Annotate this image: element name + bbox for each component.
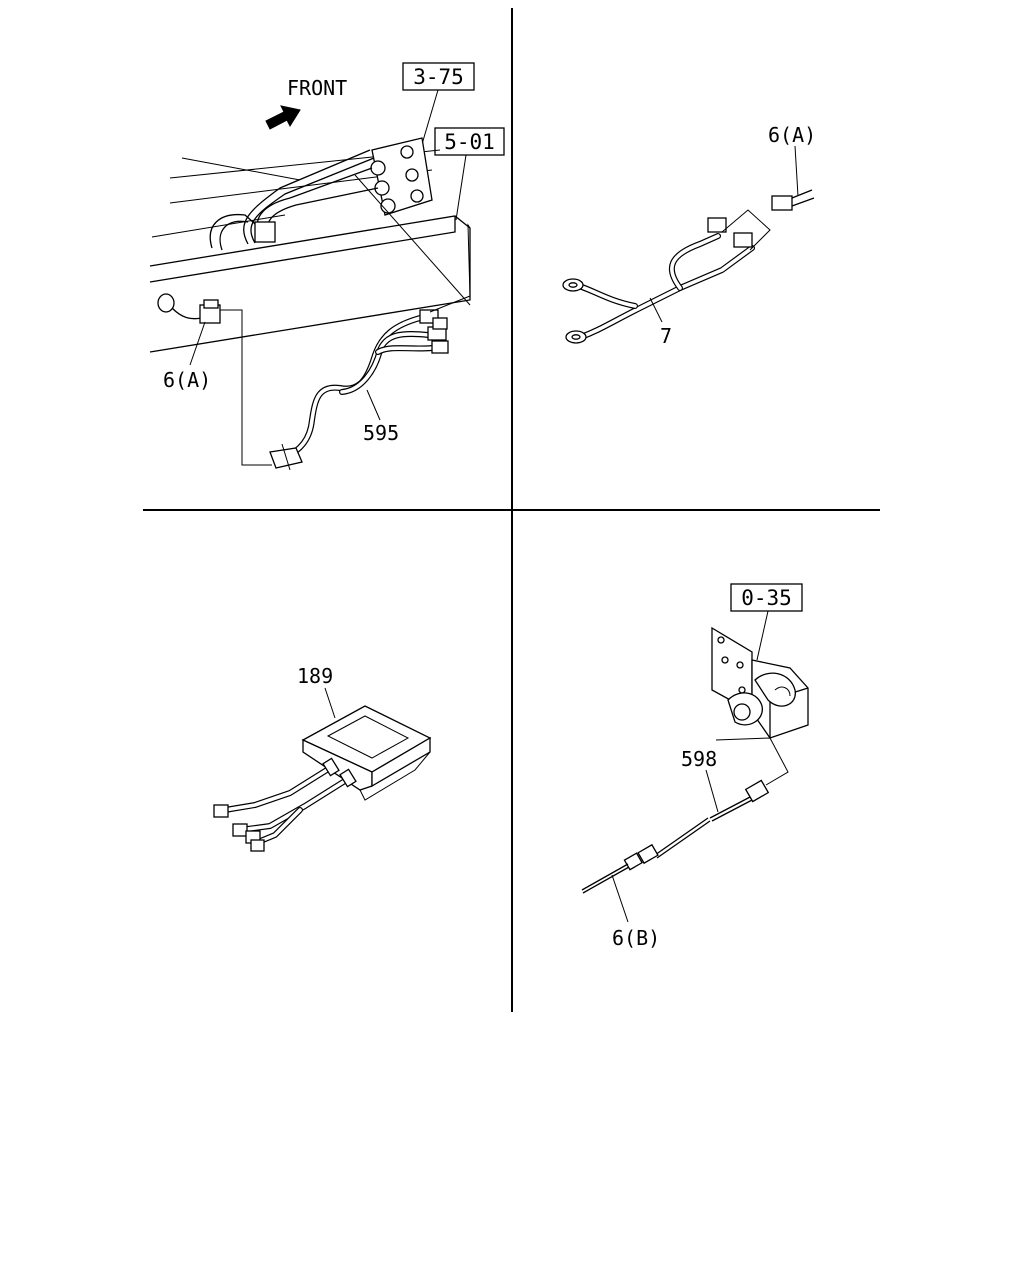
callout-598: 598 bbox=[681, 747, 717, 771]
front-label: FRONT bbox=[287, 76, 347, 100]
ref-box-5-01: 5-01 bbox=[434, 127, 505, 156]
callout-189: 189 bbox=[297, 664, 333, 688]
callout-7: 7 bbox=[660, 324, 672, 348]
cable-598 bbox=[637, 779, 770, 865]
quadrant-dividers bbox=[143, 8, 880, 1012]
ref-box-3-75-text: 3-75 bbox=[413, 65, 464, 89]
panel-top-left: FRONT 3-75 5-01 bbox=[149, 62, 505, 471]
callout-6b: 6(B) bbox=[612, 926, 660, 950]
connector-6a-left bbox=[157, 293, 221, 324]
ref-box-3-75: 3-75 bbox=[402, 62, 475, 91]
connector-6b: 6(B) bbox=[581, 852, 660, 950]
panel-top-right: 6(A) 7 bbox=[562, 123, 816, 348]
cable-7 bbox=[562, 217, 755, 344]
callout-6a-right: 6(A) bbox=[768, 123, 816, 147]
ref-box-0-35: 0-35 bbox=[730, 583, 803, 612]
panel-bottom-right: 0-35 598 bbox=[581, 583, 809, 950]
valve-block bbox=[209, 137, 433, 251]
unit-harness bbox=[213, 757, 357, 852]
callout-6a-left: 6(A) bbox=[163, 368, 211, 392]
control-unit-189 bbox=[301, 705, 432, 801]
front-arrow-icon bbox=[265, 105, 301, 130]
ref-box-5-01-text: 5-01 bbox=[444, 130, 495, 154]
switch-assembly bbox=[711, 626, 809, 739]
connector-6a-right: 6(A) bbox=[768, 123, 816, 211]
harness-595 bbox=[269, 309, 449, 471]
panel-bottom-left: 189 bbox=[213, 664, 432, 852]
callout-595: 595 bbox=[363, 421, 399, 445]
ref-box-0-35-text: 0-35 bbox=[741, 586, 792, 610]
